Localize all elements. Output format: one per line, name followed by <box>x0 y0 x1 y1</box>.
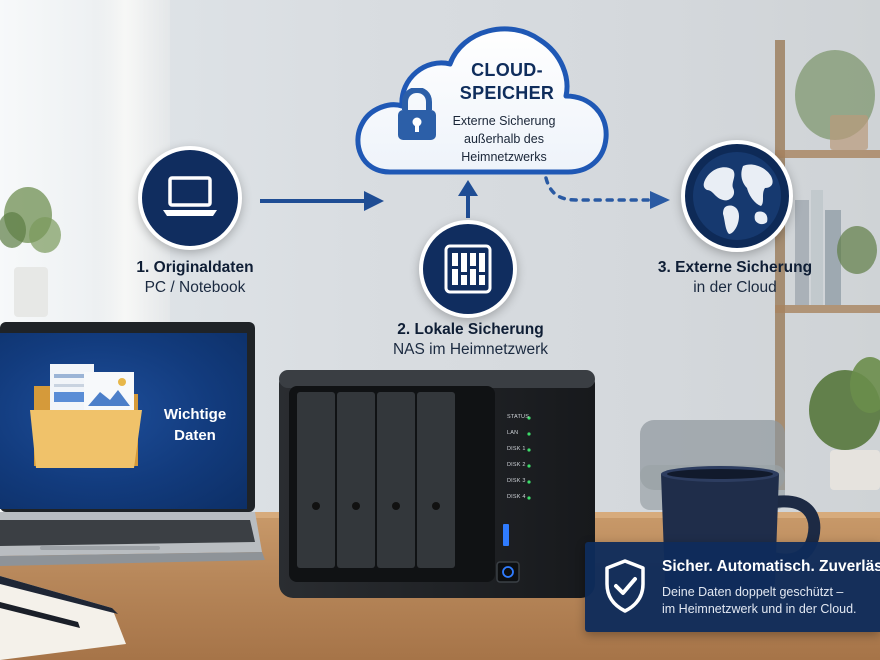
nas-icon <box>444 244 492 294</box>
laptop-icon <box>163 176 217 216</box>
arrow-nas-to-cloud <box>458 180 478 218</box>
led-disk4-label: DISK 4 <box>507 494 526 500</box>
bookshelf <box>775 40 880 490</box>
lock-icon <box>398 88 436 140</box>
cloud-desc-line1: Externe Sicherung <box>452 114 556 128</box>
step-3-label: 3. Externe Sicherung in der Cloud <box>640 258 830 298</box>
cloud-desc-line3: Heimnetzwerks <box>461 150 547 164</box>
pc-step-circle <box>138 146 242 250</box>
info-banner <box>585 542 880 632</box>
step-2-title: 2. Lokale Sicherung <box>397 321 544 338</box>
step-2-subtitle: NAS im Heimnetzwerk <box>392 341 549 358</box>
nas-step-circle <box>419 220 517 318</box>
globe-icon <box>693 152 781 240</box>
banner-text-line1: Deine Daten doppelt geschützt – <box>662 585 844 599</box>
cloud-title: CLOUD- SPEICHER <box>452 59 562 105</box>
step-3-subtitle: in der Cloud <box>693 279 777 296</box>
cloud-title-line1: CLOUD- <box>471 60 543 80</box>
cloud-description: Externe Sicherung außerhalb des Heimnetz… <box>440 112 568 166</box>
step-1-label: 1. Originaldaten PC / Notebook <box>110 258 280 298</box>
led-disk3-label: DISK 3 <box>507 478 526 484</box>
step-3-title: 3. Externe Sicherung <box>657 259 813 276</box>
cloud-title-line2: SPEICHER <box>459 83 555 103</box>
laptop-label-line1: Wichtige <box>163 406 227 423</box>
led-disk1-label: DISK 1 <box>507 446 526 452</box>
folder-icon <box>30 364 142 468</box>
shield-check-icon <box>605 559 645 613</box>
step-1-title: 1. Originaldaten <box>136 259 254 276</box>
laptop-label-line2: Daten <box>174 427 216 444</box>
plant-left <box>0 187 61 317</box>
nas-led-labels: STATUS LAN DISK 1 DISK 2 DISK 3 DISK 4 <box>507 414 537 510</box>
nas-device <box>279 370 595 598</box>
arrow-pc-to-cloud <box>260 191 384 211</box>
laptop-screen-label: Wichtige Daten <box>150 404 240 446</box>
notebook-with-pen <box>0 576 126 660</box>
step-2-label: 2. Lokale Sicherung NAS im Heimnetzwerk <box>378 320 563 360</box>
led-disk2-label: DISK 2 <box>507 462 526 468</box>
step-1-subtitle: PC / Notebook <box>144 279 246 296</box>
banner-text-line2: im Heimnetzwerk und in der Cloud. <box>662 602 857 616</box>
led-lan-label: LAN <box>507 430 519 436</box>
external-step-circle <box>681 140 793 252</box>
arrow-cloud-to-external <box>544 176 670 209</box>
led-status-label: STATUS <box>507 414 530 420</box>
cloud-desc-line2: außerhalb des <box>464 132 544 146</box>
banner-title: Sicher. Automatisch. Zuverlässig. <box>662 558 880 575</box>
